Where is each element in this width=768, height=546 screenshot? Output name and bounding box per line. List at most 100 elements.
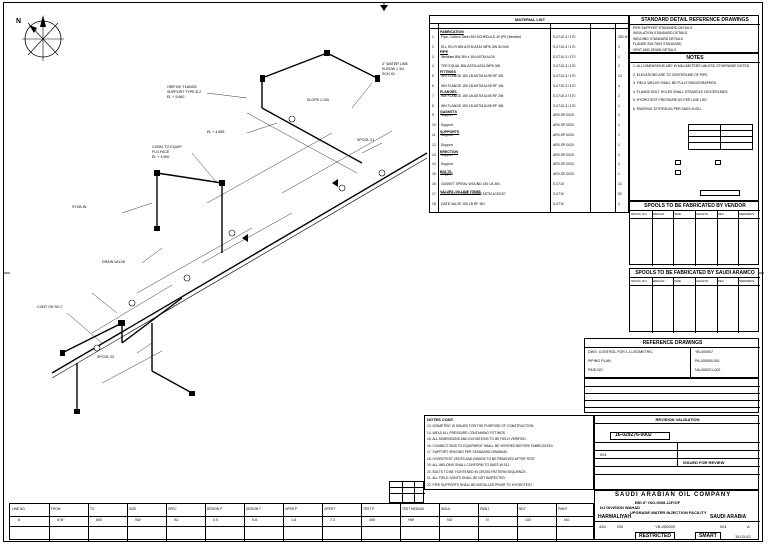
material-row-code: AR0-SP-0020 [553,123,574,128]
material-row-code: S-0710 [553,191,564,196]
title-rev: A [747,524,750,529]
piping-col-value: 6"/8" [57,518,65,522]
material-row-desc: Support [441,142,453,147]
spool-col-divider [695,210,696,266]
revision-status: ISSUED FOR REVIEW [683,460,725,465]
std-drawing-row: WELDING STANDARD DETAILS [633,36,683,41]
piping-col-divider [400,504,401,541]
material-section-label: BOLTS [440,170,452,174]
piping-col-value: 7.3 [330,518,335,522]
restricted-stamp: RESTRICTED [635,532,675,540]
material-row-no: 13 [432,152,436,157]
drawing-note-item: 17. SUPPORT SPACING PER STANDARD DRAWING… [427,450,508,454]
spools-saudi: SPOOLS TO BE FABRICATED BY SAUDI ARAMCO … [629,268,760,333]
material-row-qty: 52 [618,191,622,196]
reference-row-no: NA-000031-002 [695,368,721,372]
reference-row-no: YB-000007 [695,350,713,354]
piping-col-header: LINE NO [12,507,25,511]
spools-saudi-title: SPOOLS TO BE FABRICATED BY SAUDI ARAMCO [635,270,755,276]
spool-col-divider [651,277,653,333]
piping-col-divider [361,504,362,541]
company-name: SAUDI ARABIAN OIL COMPANY [615,492,732,498]
spool-col-header: SIZE [674,279,681,283]
reference-row-label: PIPING PLAN [588,359,611,363]
piping-col-divider [127,504,128,541]
piping-col-divider [166,504,167,541]
material-row-qty: 1 [618,201,620,206]
title-country: SAUDI ARABIA [710,514,747,520]
piping-col-value: 250 [369,518,375,522]
material-row-code: AR0-SP-0020 [553,133,574,137]
callout-3: 3" WATER LINE [382,62,408,66]
material-row-qty: 1 [618,113,620,118]
title-sheet-no: 001 [720,524,727,529]
material-row-qty: 1 [618,162,620,167]
spool-col-header: SPOOL NO [631,279,647,283]
spool-col-divider [738,277,740,333]
revision-validation: REVISION VALIDATION 16-029276-0002 001 I… [594,415,760,490]
material-row-code: S-0710 [553,182,564,186]
notes-title: NOTES [686,55,704,61]
piping-col-value: HW [408,518,414,522]
drawing-note-item: 15. ALL DIMENSIONS AND ELEVATIONS TO BE … [427,437,527,441]
material-section-label: PIPE [440,50,448,54]
material-row-qty: 1 [618,133,620,137]
piping-col-value: N [486,518,489,522]
drawing-note-item: 13. ISOMETRIC IS ISSUED FOR THE PURPOSE … [427,424,535,428]
material-row-code: AR0-SP-0020 [553,142,574,147]
material-row-desc: WN FLANGE 150 LB ASTM A105 RF 3IN [441,74,504,79]
spool-col-header: REMARKS [739,279,755,283]
material-row-desc: Support [441,162,453,167]
piping-col-divider [244,504,245,541]
material-row-no: 6 [432,84,434,88]
material-section-label: GASKETS [440,110,457,114]
reference-title: REFERENCE DRAWINGS [642,340,703,346]
north-label: N [16,18,21,25]
spool-col-header: WEIGHT [652,279,665,283]
title-plant-no: IS0 [617,524,624,529]
reference-row-no: PA-000050-001 [695,359,720,363]
drawing-note-item: 22. PIPE SUPPORTS SHALL BE INSTALLED PRI… [427,482,533,487]
piping-col-header: PAINT [480,507,490,511]
material-row-desc: Support [441,172,453,177]
piping-col-divider [439,504,440,541]
spool-col-divider [695,277,696,333]
title-sub: BID 8" ISO-0008-11F/OF [635,500,681,505]
material-row-no: 18 [432,201,436,206]
piping-col-value: SW [135,518,141,522]
material-row-code: AR0-SP-0020 [553,113,574,118]
notes-panel: NOTES 1. ALL DIMENSIONS ARE IN MILLIMETE… [629,53,760,201]
note-item: 3. FIELD WELDS SHALL BE FULLY RADIOGRAPH… [633,81,717,85]
piping-col-value: 100 [525,518,531,522]
material-row-code: S-0710-3 / 170 [553,74,576,79]
material-row-desc: Support [441,123,453,128]
spool-col-divider [716,277,718,333]
callout-0: ORIFICE FLANGE [167,85,198,89]
material-row-desc: STUD BOLT 5/8IN x 90MM ASTM A193 B7 [441,191,506,196]
material-row-code: AR0-SP-0020 [553,152,574,157]
spool-col-header: SPOOL NO [631,212,647,216]
note-item: 2. ELEVATIONS ARE TO CENTERLINE OF PIPE. [633,72,709,77]
material-section-label: ERECTION [440,150,459,154]
title-index: 434 [599,524,606,529]
callout-10: STUB-IN [72,205,87,209]
callout-8: FLG FACE [152,150,170,154]
material-row-no: 3 [432,54,434,59]
material-row-no: 9 [432,113,434,118]
spool-col-header: WEIGHT [652,212,665,216]
spool-col-header: LENGTH [696,279,709,283]
callout-1: SUPPORT TYPE B-2 [167,90,201,94]
title-date: 15.03.02 [735,534,751,539]
material-row-no: 8 [432,103,434,108]
piping-col-divider [49,504,50,541]
spool-col-header: REV [717,279,724,283]
border-marks [4,3,764,274]
material-row-code: S-0710-3 / 170 [553,103,576,108]
piping-col-header: TO [90,507,95,511]
spool-col-header: REV [717,212,724,216]
material-row-desc: Pipe, Carbon Steel 3IN SCHEDULE-40 (PE) … [441,35,521,39]
piping-col-header: DESIGN P [207,507,223,511]
piping-col-header: OPER T [324,507,336,511]
callout-2: EL + 5.660 [167,95,184,99]
material-row-qty: 13 [618,182,622,186]
